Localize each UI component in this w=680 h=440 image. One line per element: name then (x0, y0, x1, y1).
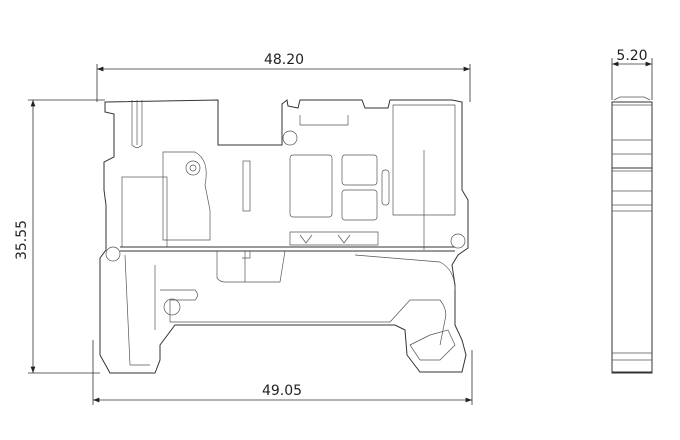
dimension-top-width: 48.20 (96, 52, 471, 102)
contact-block (289, 154, 333, 218)
dimension-bottom-width: 49.05 (92, 340, 473, 405)
top-width-label: 48.20 (264, 52, 304, 68)
side-width-label: 5.20 (616, 48, 647, 64)
side-outline (611, 101, 653, 374)
slot (242, 160, 251, 212)
body-outline (99, 99, 469, 374)
bottom-width-label: 49.05 (262, 383, 302, 399)
spring-clamp (162, 151, 211, 241)
side-view (611, 96, 653, 374)
dimension-side-width: 5.20 (611, 48, 653, 100)
hole-top (282, 130, 298, 146)
dimension-height: 35.55 (14, 99, 105, 374)
pivot-circle (185, 160, 201, 176)
hole-left (105, 246, 121, 262)
hole-bottom (163, 298, 181, 316)
front-view (99, 99, 469, 374)
height-label: 35.55 (14, 220, 30, 260)
hole-right (450, 233, 466, 249)
